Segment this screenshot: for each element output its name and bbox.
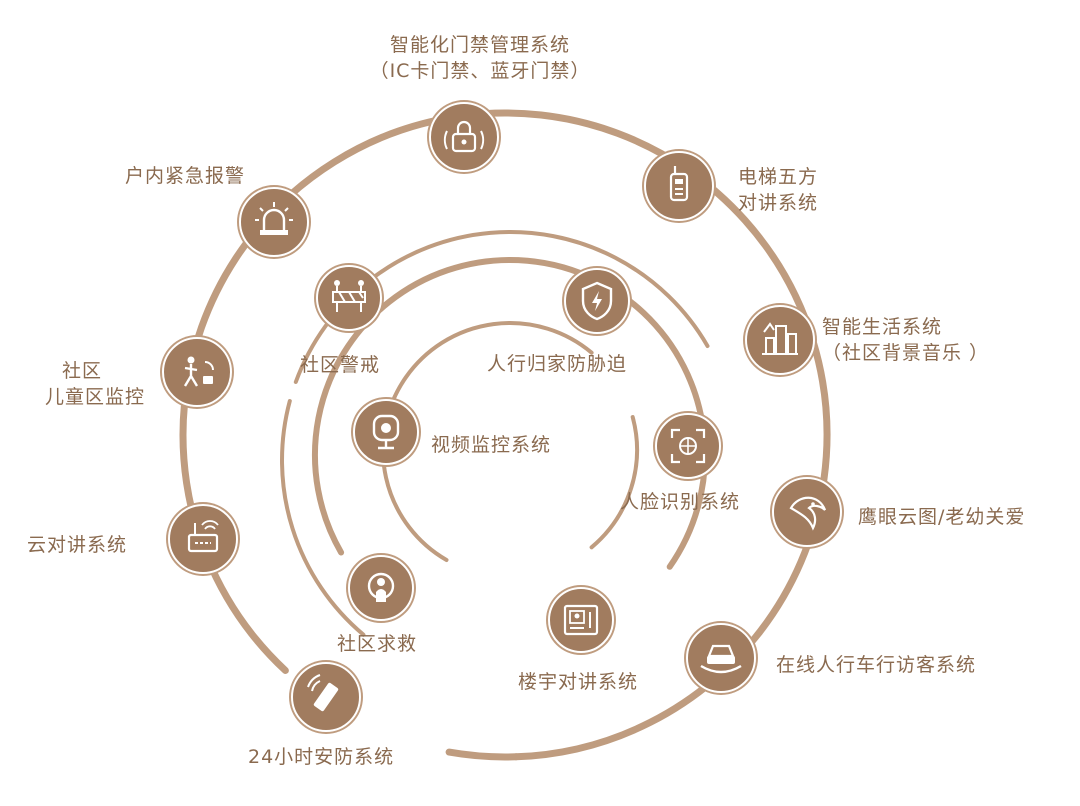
label-rescue: 社区求救 bbox=[337, 633, 418, 655]
intercom-icon bbox=[187, 520, 219, 553]
label-access: 智能化门禁管理系统（IC卡门禁、蓝牙门禁） bbox=[369, 34, 591, 82]
label-alarm: 户内紧急报警 bbox=[125, 165, 246, 187]
siren-icon bbox=[255, 202, 293, 235]
child-alarm-icon bbox=[183, 356, 214, 387]
node-video bbox=[351, 397, 421, 467]
car-hand-icon bbox=[700, 644, 742, 674]
node-cloud bbox=[166, 502, 240, 576]
face-scan-icon bbox=[670, 428, 706, 464]
label-elevator: 电梯五方对讲系统 bbox=[738, 166, 819, 214]
walkie-talkie-icon bbox=[669, 166, 689, 202]
label-visitor: 在线人行车行访客系统 bbox=[776, 654, 977, 676]
node-rescue bbox=[346, 553, 416, 623]
label-face: 人脸识别系统 bbox=[620, 491, 741, 513]
node-children bbox=[160, 335, 234, 409]
system-nodes bbox=[160, 100, 844, 734]
node-eagle bbox=[770, 475, 844, 549]
inner-ring-arc bbox=[381, 321, 594, 562]
outer-ring-arc bbox=[179, 109, 831, 761]
node-access bbox=[427, 100, 501, 174]
node-elevator bbox=[642, 149, 716, 223]
label-video: 视频监控系统 bbox=[431, 434, 552, 456]
barrier-icon bbox=[332, 280, 366, 312]
inner-ring-right bbox=[589, 415, 639, 550]
node-duress bbox=[562, 266, 632, 336]
node-guard bbox=[314, 263, 384, 333]
label-building: 楼宇对讲系统 bbox=[518, 671, 639, 693]
label-duress: 人行归家防胁迫 bbox=[487, 353, 628, 375]
guard-ring-lower bbox=[280, 399, 366, 637]
camera-icon bbox=[372, 414, 400, 450]
label-eagle: 鹰眼云图/老幼关爱 bbox=[858, 506, 1026, 528]
sos-icon bbox=[367, 572, 395, 602]
sensor-icon bbox=[307, 674, 339, 712]
node-building bbox=[546, 585, 616, 655]
eagle-icon bbox=[789, 496, 827, 531]
label-cloud: 云对讲系统 bbox=[27, 534, 128, 556]
node-security bbox=[289, 660, 363, 734]
label-guard: 社区警戒 bbox=[300, 354, 381, 376]
label-music: 智能生活系统（社区背景音乐 ） bbox=[822, 316, 990, 364]
padlock-icon bbox=[443, 120, 485, 153]
door-phone-icon bbox=[563, 604, 599, 636]
label-security: 24小时安防系统 bbox=[248, 746, 395, 768]
node-music bbox=[743, 303, 817, 377]
outer-ring-tail bbox=[445, 748, 520, 761]
node-visitor bbox=[684, 621, 758, 695]
shield-bolt-icon bbox=[581, 281, 613, 321]
city-skyline-icon bbox=[762, 322, 798, 355]
label-children: 社区儿童区监控 bbox=[44, 360, 145, 408]
node-alarm bbox=[237, 185, 311, 259]
node-face bbox=[653, 411, 723, 481]
